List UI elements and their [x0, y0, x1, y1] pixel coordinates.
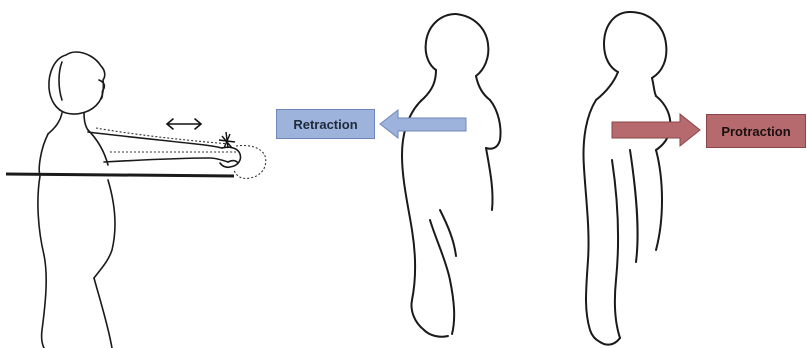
arrow-right-icon — [612, 114, 700, 146]
left-panel-bg — [0, 46, 272, 348]
arrow-left-icon — [380, 110, 466, 138]
protraction-figure — [584, 12, 671, 345]
retraction-figure — [402, 14, 501, 337]
retraction-label: Retraction — [276, 109, 375, 139]
protraction-label: Protraction — [706, 114, 806, 148]
resistance-band-line — [6, 174, 234, 176]
